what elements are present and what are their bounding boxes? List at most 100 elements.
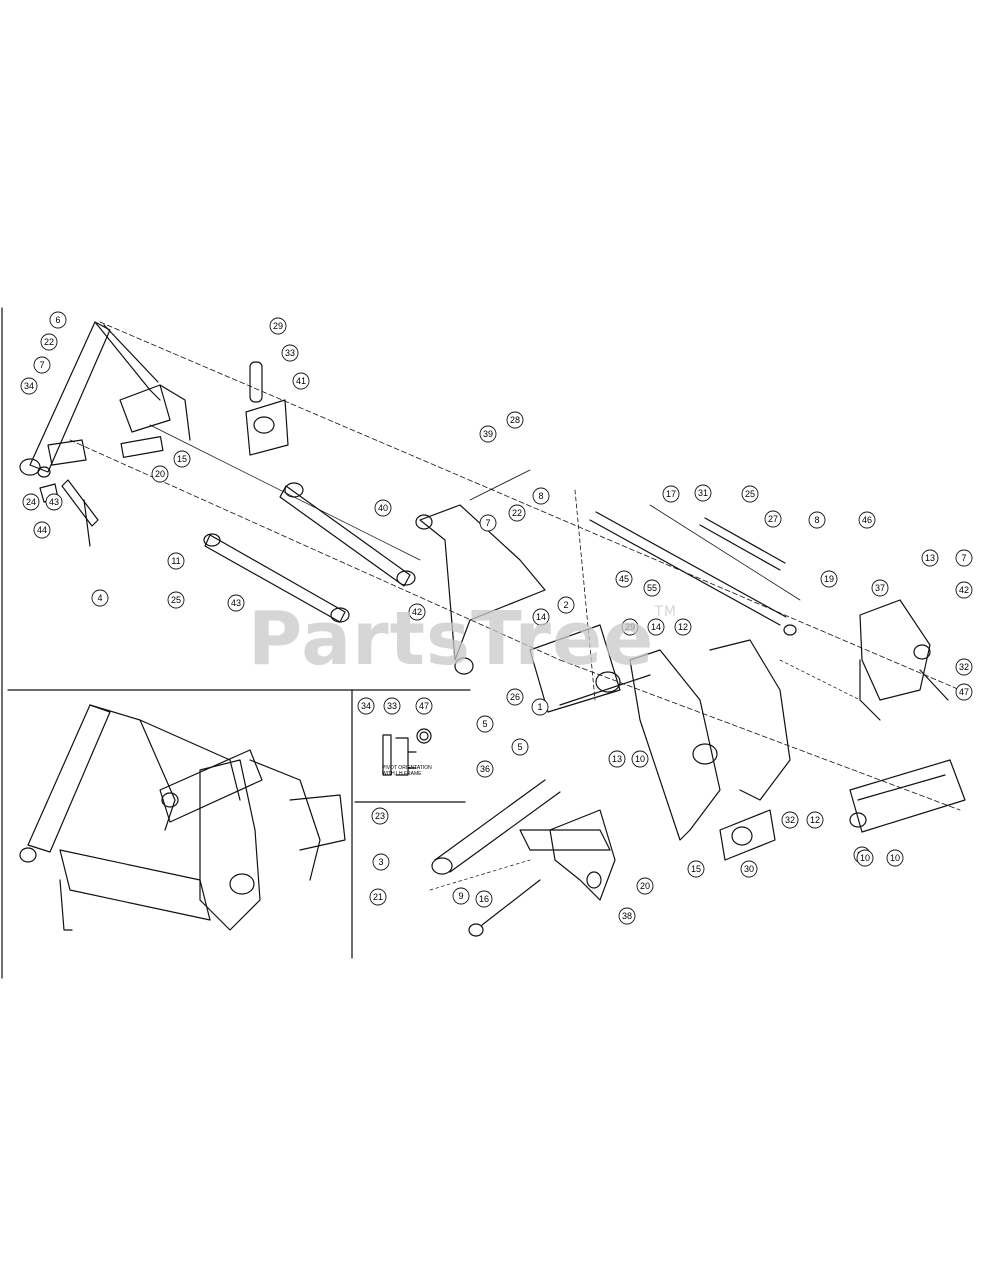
part-callout: 44: [33, 521, 51, 539]
callout-bubble: [479, 514, 497, 532]
callout-number: 14: [651, 622, 661, 632]
callout-bubble: [674, 618, 692, 636]
part-callout: 47: [415, 697, 433, 715]
part-callout: 15: [687, 860, 705, 878]
callout-bubble: [921, 549, 939, 567]
callout-bubble: [955, 549, 973, 567]
callout-number: 36: [480, 764, 490, 774]
callout-bubble: [856, 849, 874, 867]
right-mount-bracket: [859, 599, 949, 721]
callout-bubble: [643, 579, 661, 597]
part-callout: 21: [369, 888, 387, 906]
callout-number: 1: [537, 702, 542, 712]
callout-number: 37: [875, 583, 885, 593]
callout-bubble: [408, 603, 426, 621]
callout-bubble: [40, 333, 58, 351]
lift-link-bars: [149, 424, 421, 623]
part-callout: 26: [506, 688, 524, 706]
callout-bubble: [955, 581, 973, 599]
callout-number: 5: [517, 742, 522, 752]
part-callout: 8: [532, 487, 550, 505]
callout-number: 21: [373, 892, 383, 902]
part-callout: 25: [167, 591, 185, 609]
callout-bubble: [415, 697, 433, 715]
part-callout: 9: [452, 887, 470, 905]
part-callout: 12: [806, 811, 824, 829]
a-frame-assembly: [19, 321, 191, 547]
watermark-trademark: TM: [654, 604, 677, 620]
callout-bubble: [45, 493, 63, 511]
part-callout: 32: [781, 811, 799, 829]
part-callout: 33: [281, 344, 299, 362]
part-callout: 34: [357, 697, 375, 715]
callout-number: 42: [959, 585, 969, 595]
part-callout: 7: [955, 549, 973, 567]
part-callout: 37: [871, 579, 889, 597]
callout-bubble: [49, 311, 67, 329]
part-callout: 14: [647, 618, 665, 636]
pivot-orientation-detail: [382, 728, 432, 776]
callout-bubble: [694, 484, 712, 502]
partstree-watermark: PartsTreeTM: [248, 596, 677, 682]
callout-bubble: [452, 887, 470, 905]
part-callout: 24: [22, 493, 40, 511]
callout-bubble: [506, 411, 524, 429]
part-callout: 7: [479, 514, 497, 532]
main-pivot-frame: [549, 639, 791, 901]
inset-orientation-note: PIVOT ORIENTATION WITH LH FRAME: [382, 765, 432, 777]
part-callout: 12: [674, 618, 692, 636]
part-callout: 45: [615, 570, 633, 588]
lower-plate: [429, 829, 611, 937]
part-callout: 40: [374, 499, 392, 517]
callout-bubble: [557, 596, 575, 614]
part-callout: 5: [476, 715, 494, 733]
callout-number: 34: [361, 701, 371, 711]
callout-number: 10: [635, 754, 645, 764]
part-callout: 23: [371, 807, 389, 825]
part-callout: 29: [269, 317, 287, 335]
callout-bubble: [506, 688, 524, 706]
bell-crank: [415, 469, 546, 675]
callout-number: 24: [26, 497, 36, 507]
callout-bubble: [636, 877, 654, 895]
callout-number: 8: [814, 515, 819, 525]
callout-bubble: [871, 579, 889, 597]
callout-bubble: [647, 618, 665, 636]
callout-bubble: [858, 511, 876, 529]
callout-number: 41: [296, 376, 306, 386]
callout-bubble: [662, 485, 680, 503]
part-callout: 33: [383, 697, 401, 715]
callout-number: 27: [768, 514, 778, 524]
part-callout: 20: [151, 465, 169, 483]
callout-bubble: [281, 344, 299, 362]
callout-number: 16: [479, 894, 489, 904]
part-callout: 22: [40, 333, 58, 351]
callout-bubble: [476, 760, 494, 778]
upper-right-rods: [574, 489, 801, 701]
callout-number: 7: [961, 553, 966, 563]
part-callout: 1: [531, 698, 549, 716]
callout-number: 22: [512, 508, 522, 518]
part-callout: 14: [532, 608, 550, 626]
callout-bubble: [383, 697, 401, 715]
callout-bubble: [167, 552, 185, 570]
callout-bubble: [955, 683, 973, 701]
callout-number: 15: [691, 864, 701, 874]
callout-bubble: [357, 697, 375, 715]
callout-bubble: [173, 450, 191, 468]
callout-number: 45: [619, 574, 629, 584]
callout-bubble: [511, 738, 529, 756]
callout-number: 4: [97, 593, 102, 603]
callout-bubble: [532, 608, 550, 626]
callout-number: 28: [510, 415, 520, 425]
part-callout: 34: [20, 377, 38, 395]
callout-bubble: [806, 811, 824, 829]
callout-number: 44: [37, 525, 47, 535]
part-callout: 47: [955, 683, 973, 701]
callout-number: 6: [55, 315, 60, 325]
part-callout: 38: [618, 907, 636, 925]
part-callout: 16: [475, 890, 493, 908]
